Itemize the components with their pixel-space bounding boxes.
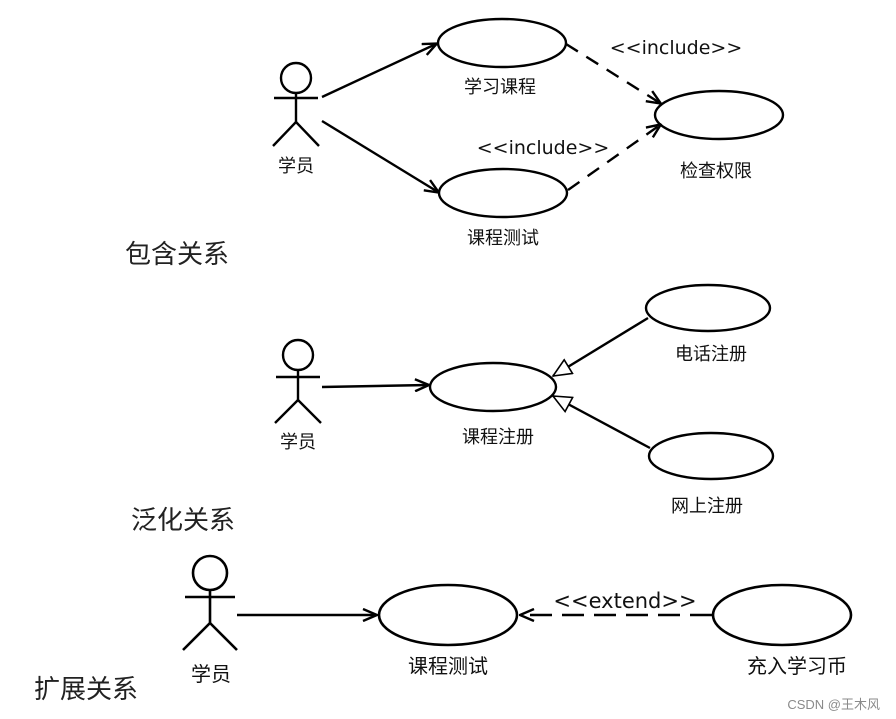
association-arrow — [321, 385, 428, 387]
usecase-label: 学习课程 — [464, 77, 536, 98]
actor-student-2 — [274, 338, 322, 424]
association-arrow — [321, 119, 438, 192]
usecase-learn-course — [436, 17, 568, 69]
usecase-course-test — [377, 583, 519, 647]
extend-stereotype: <<extend>> — [553, 589, 696, 613]
include-dashed-arrow — [567, 125, 660, 191]
include-dashed-arrow — [565, 42, 660, 103]
include-section: 学员 学习课程 课程测试 检查权限 <<include>> <<include>… — [125, 17, 785, 270]
actor-right-leg — [209, 622, 238, 651]
generalization-arrow — [553, 316, 649, 376]
usecase-check-permission — [653, 89, 785, 141]
usecase-label: 课程注册 — [462, 427, 534, 448]
usecase-phone-register — [644, 283, 772, 333]
actor-left-leg — [182, 622, 211, 651]
actor-right-leg — [295, 121, 320, 147]
include-stereotype: <<include>> — [610, 37, 743, 59]
extend-section: 学员 课程测试 充入学习币 <<extend>> 扩展关系 — [34, 554, 853, 705]
usecase-recharge-coins — [711, 583, 853, 647]
actor-head — [191, 554, 229, 592]
usecase-label: 电话注册 — [675, 344, 747, 365]
usecase-course-register — [428, 361, 558, 413]
actor-student-3 — [182, 554, 238, 651]
generalization-arrow — [553, 394, 651, 450]
usecase-label: 充入学习币 — [747, 654, 847, 678]
actor-left-leg — [274, 399, 299, 424]
generalization-section: 学员 课程注册 电话注册 网上注册 泛化关系 — [131, 283, 775, 536]
usecase-web-register — [647, 431, 775, 481]
usecase-label: 检查权限 — [680, 161, 752, 182]
actor-head — [281, 338, 315, 372]
actor-label: 学员 — [191, 662, 231, 686]
usecase-label: 网上注册 — [671, 496, 743, 517]
watermark: CSDN @王木风 — [787, 697, 880, 712]
actor-student-1 — [272, 61, 320, 147]
actor-label: 学员 — [280, 432, 316, 453]
actor-left-leg — [272, 121, 297, 147]
section-title: 扩展关系 — [34, 675, 138, 705]
usecase-label: 课程测试 — [467, 228, 539, 249]
section-title: 泛化关系 — [131, 506, 235, 536]
actor-right-leg — [297, 399, 322, 424]
usecase-label: 课程测试 — [408, 654, 488, 678]
actor-label: 学员 — [278, 156, 314, 177]
usecase-course-test — [437, 167, 569, 219]
section-title: 包含关系 — [125, 240, 229, 270]
association-arrow — [321, 44, 436, 99]
include-stereotype: <<include>> — [477, 137, 610, 159]
actor-head — [279, 61, 313, 95]
